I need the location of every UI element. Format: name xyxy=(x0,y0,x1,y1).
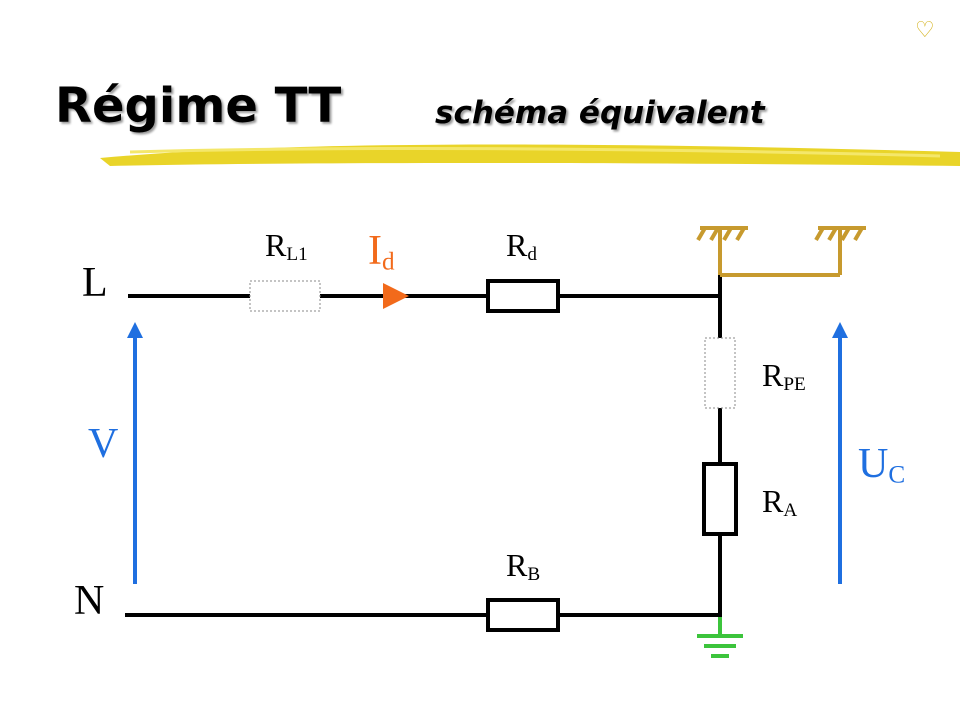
resistor-rd xyxy=(486,279,560,313)
page-subtitle: schéma équivalent xyxy=(435,95,765,131)
title-underline-stroke xyxy=(100,144,960,166)
label-rpe: RPE xyxy=(762,357,806,396)
resistor-ra xyxy=(702,462,738,536)
exposed-parts-ground-symbol xyxy=(696,226,866,277)
label-fault-current: Id xyxy=(368,228,395,276)
page-title: Régime TT xyxy=(55,78,342,134)
resistor-rl1 xyxy=(249,280,321,312)
resistor-rpe xyxy=(704,337,736,409)
label-line: L xyxy=(82,260,108,306)
label-voltage-uc: UC xyxy=(858,441,906,489)
earth-ground-icon xyxy=(697,617,743,658)
label-rl1: RL1 xyxy=(265,227,308,266)
label-neutral: N xyxy=(74,578,105,624)
fault-current-arrow xyxy=(383,283,409,309)
resistor-rb xyxy=(486,598,560,632)
label-rd: Rd xyxy=(506,227,537,266)
label-rb: RB xyxy=(506,547,541,586)
heart-outline-icon: ♡ xyxy=(915,18,935,43)
label-ra: RA xyxy=(762,483,798,522)
label-voltage-v: V xyxy=(88,421,119,467)
